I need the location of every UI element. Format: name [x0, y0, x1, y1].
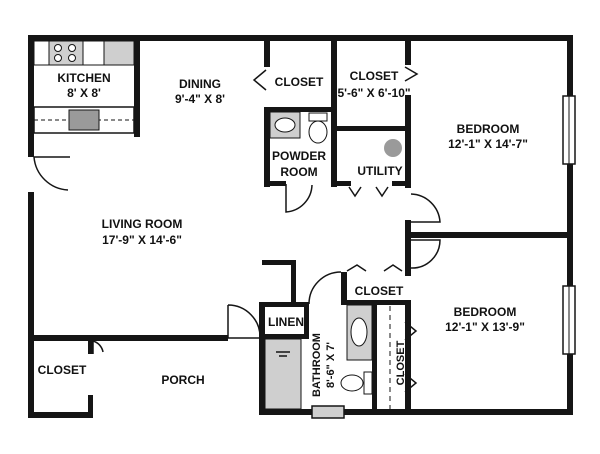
outer-wall-left-upper [28, 35, 34, 157]
hall-hook-top [262, 260, 296, 265]
counter-top [33, 40, 135, 66]
outer-wall-bottom [260, 409, 573, 415]
porch-wall-left [28, 337, 34, 418]
label-hall-closet: CLOSET [355, 284, 404, 298]
bath-left [259, 302, 265, 415]
window-bathroom [311, 405, 345, 419]
hall-hook-right [291, 260, 296, 305]
bedroom1-lower-wall-stub [405, 220, 411, 240]
top-closet-bottom [331, 126, 411, 131]
powder-toilet-tank [308, 112, 328, 122]
outer-wall-right [567, 35, 573, 415]
label-dining-closet: CLOSET [275, 75, 324, 89]
label-porch-closet: CLOSET [38, 363, 87, 377]
porch-divider [28, 335, 228, 341]
bedroom2-left-lower [405, 300, 411, 415]
label-top-closet-size: 5'-6" X 6'-10" [337, 86, 410, 100]
label-kitchen-size: 8' X 8' [67, 86, 101, 100]
powder-toilet [308, 120, 328, 144]
label-bedroom2-closet: CLOSET [395, 340, 407, 385]
outer-wall-left-lower [28, 192, 34, 344]
label-dining: DINING [179, 77, 221, 91]
hall-closet-left [341, 272, 347, 302]
label-linen: LINEN [268, 315, 304, 329]
door-swing-bath [308, 271, 342, 305]
label-living: LIVING ROOM [102, 217, 183, 231]
powder-bottom-left [264, 181, 286, 186]
door-swing-powder [285, 184, 313, 213]
linen-right [304, 302, 309, 339]
powder-fixtures [269, 111, 328, 144]
bedroom2-left [405, 238, 411, 276]
label-top-closet: CLOSET [350, 69, 399, 83]
label-powder-line2: ROOM [280, 165, 317, 179]
bath-toilet [340, 374, 364, 392]
closet-door-markers [252, 66, 419, 393]
powder-top [264, 107, 337, 112]
label-bathroom-size: 8'-6" X 7' [325, 342, 337, 388]
refrigerator [103, 40, 135, 66]
bath-toilet-tank [363, 371, 373, 395]
outer-wall-top [28, 35, 573, 41]
porch-closet-right [88, 341, 93, 354]
door-swing-porch-closet [92, 340, 104, 354]
label-powder-line1: POWDER [272, 149, 326, 163]
utility-right [405, 95, 411, 188]
dining-closet-left [264, 35, 270, 67]
porch-wall-bottom [28, 412, 88, 418]
powder-right [331, 107, 337, 187]
bedroom-divider [405, 232, 573, 238]
door-swing-porch [227, 304, 261, 339]
porch-closet-right-low [88, 395, 93, 418]
label-living-size: 17'-9" X 14'-6" [102, 233, 182, 247]
bathroom-fixtures [264, 304, 373, 410]
sink [68, 109, 100, 131]
windows [311, 95, 576, 419]
room-labels: KITCHEN 8' X 8' DINING 9'-4" X 8' CLOSET… [38, 69, 528, 397]
door-swing-bedroom2 [410, 239, 441, 269]
label-bathroom: BATHROOM [311, 333, 323, 397]
door-swing-entry [33, 156, 70, 191]
label-bedroom2-size: 12'-1" X 13'-9" [445, 320, 525, 334]
dining-closet-divider [331, 35, 337, 107]
label-dining-size: 9'-4" X 8' [175, 92, 225, 106]
bathtub [264, 338, 302, 410]
label-bedroom2: BEDROOM [454, 305, 517, 319]
door-swing-bedroom1 [410, 193, 441, 223]
label-bedroom1: BEDROOM [457, 122, 520, 136]
water-heater [384, 139, 402, 157]
kitchen-partition [134, 35, 140, 137]
linen-top [259, 302, 309, 307]
top-closet-right-upper [405, 35, 411, 65]
label-kitchen: KITCHEN [57, 71, 110, 85]
label-bedroom1-size: 12'-1" X 14'-7" [448, 137, 528, 151]
utility-bottom-right [392, 181, 411, 186]
bath-right [372, 300, 377, 415]
linen-bottom [259, 334, 309, 339]
shower-head [276, 351, 290, 357]
doors [33, 156, 441, 354]
powder-left [264, 107, 270, 187]
utility-bottom-left [331, 181, 351, 186]
walls [28, 35, 573, 418]
stove [48, 40, 84, 66]
label-utility: UTILITY [357, 164, 402, 178]
kitchen-fixtures [33, 40, 135, 134]
label-porch: PORCH [161, 373, 204, 387]
